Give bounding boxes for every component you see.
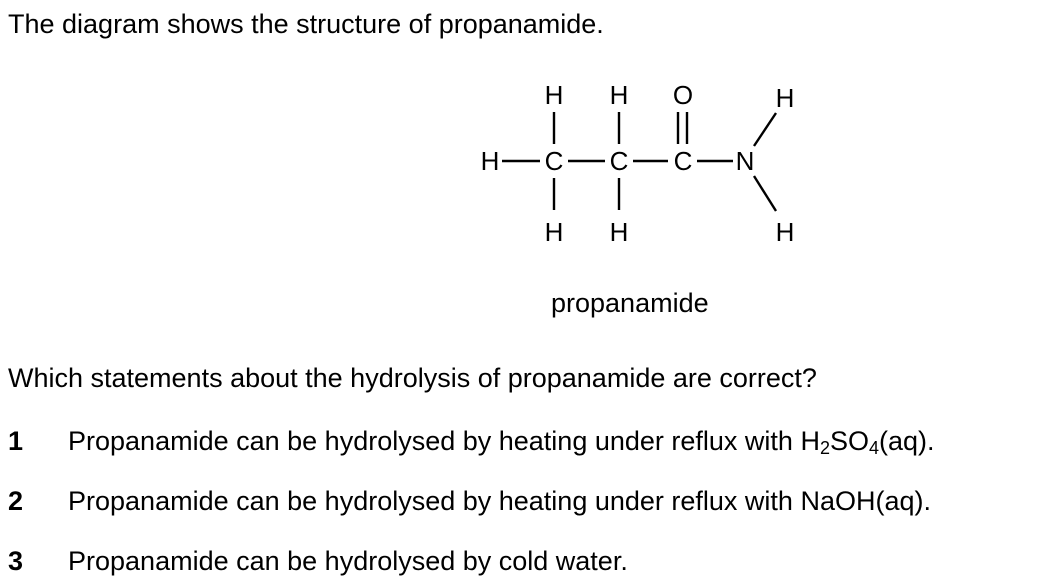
subscript: 2: [819, 438, 830, 458]
atom-h-c1-top: H: [545, 80, 564, 110]
atom-o: O: [673, 80, 693, 110]
statement-number: 2: [8, 486, 24, 516]
statement-number: 3: [8, 546, 24, 576]
intro-text: The diagram shows the structure of propa…: [8, 9, 604, 39]
statement-number: 1: [8, 426, 24, 456]
question-text: Which statements about the hydrolysis of…: [8, 363, 817, 393]
statement-text: Propanamide can be hydrolysed by heating…: [68, 486, 931, 516]
atoms: H C C C N H H H H O H H: [481, 80, 795, 247]
atom-n: N: [736, 146, 755, 176]
bonds: [502, 112, 778, 212]
atom-h-left: H: [481, 146, 500, 176]
atom-h-n-bottom: H: [776, 217, 795, 247]
atom-h-c1-bottom: H: [545, 217, 564, 247]
statement-text: Propanamide can be hydrolysed by heating…: [68, 426, 935, 458]
statement-text: Propanamide can be hydrolysed by cold wa…: [68, 546, 628, 576]
atom-c3: C: [674, 146, 693, 176]
bond-n-h-top: [753, 112, 777, 147]
structure-caption: propanamide: [551, 288, 709, 318]
bond-n-h-bottom: [752, 175, 778, 212]
atom-h-n-top: H: [776, 83, 795, 113]
atom-c2: C: [610, 146, 629, 176]
atom-h-c2-bottom: H: [610, 217, 629, 247]
atom-c1: C: [545, 146, 564, 176]
subscript: 4: [868, 438, 879, 458]
atom-h-c2-top: H: [610, 80, 629, 110]
